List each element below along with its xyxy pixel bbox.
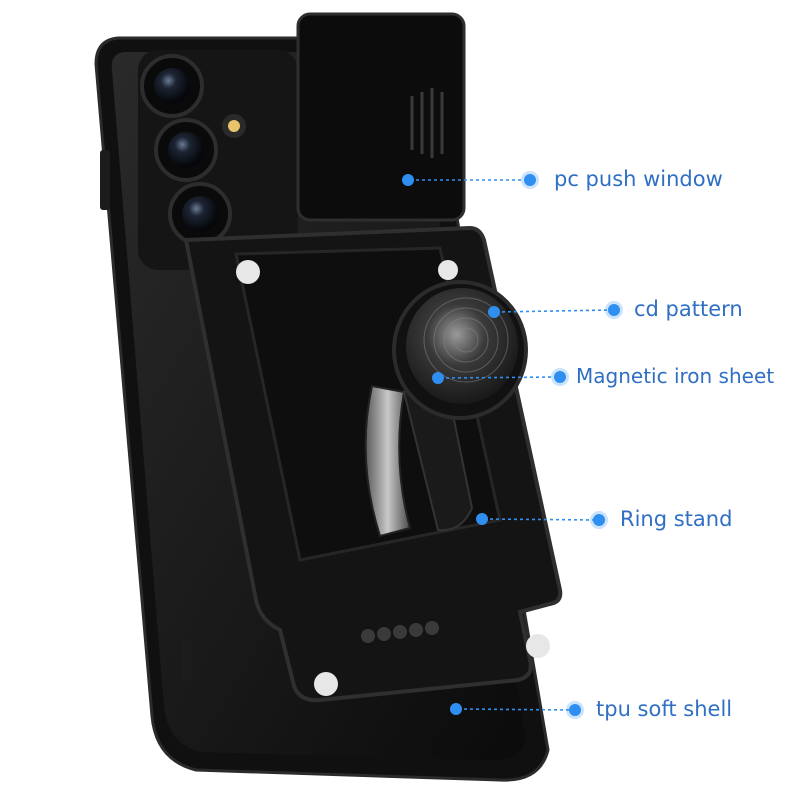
magnetic-disc <box>392 280 528 420</box>
label-pc-push-window: pc push window <box>554 167 723 191</box>
corner-hole <box>314 672 338 696</box>
callout-end-dots <box>521 171 623 719</box>
push-window-slider <box>296 12 466 222</box>
callout-dots <box>402 174 500 715</box>
side-button <box>182 640 192 680</box>
corner-hole <box>236 260 260 284</box>
ring-stand <box>364 384 474 538</box>
camera-module <box>138 50 298 270</box>
label-ring-stand: Ring stand <box>620 507 733 531</box>
label-cd-pattern: cd pattern <box>634 297 743 321</box>
corner-hole <box>438 260 458 280</box>
side-button <box>100 150 110 210</box>
label-magnetic-iron-sheet: Magnetic iron sheet <box>576 364 775 388</box>
label-tpu-soft-shell: tpu soft shell <box>596 697 733 721</box>
callout-lines <box>410 179 613 711</box>
corner-hole <box>526 634 550 658</box>
